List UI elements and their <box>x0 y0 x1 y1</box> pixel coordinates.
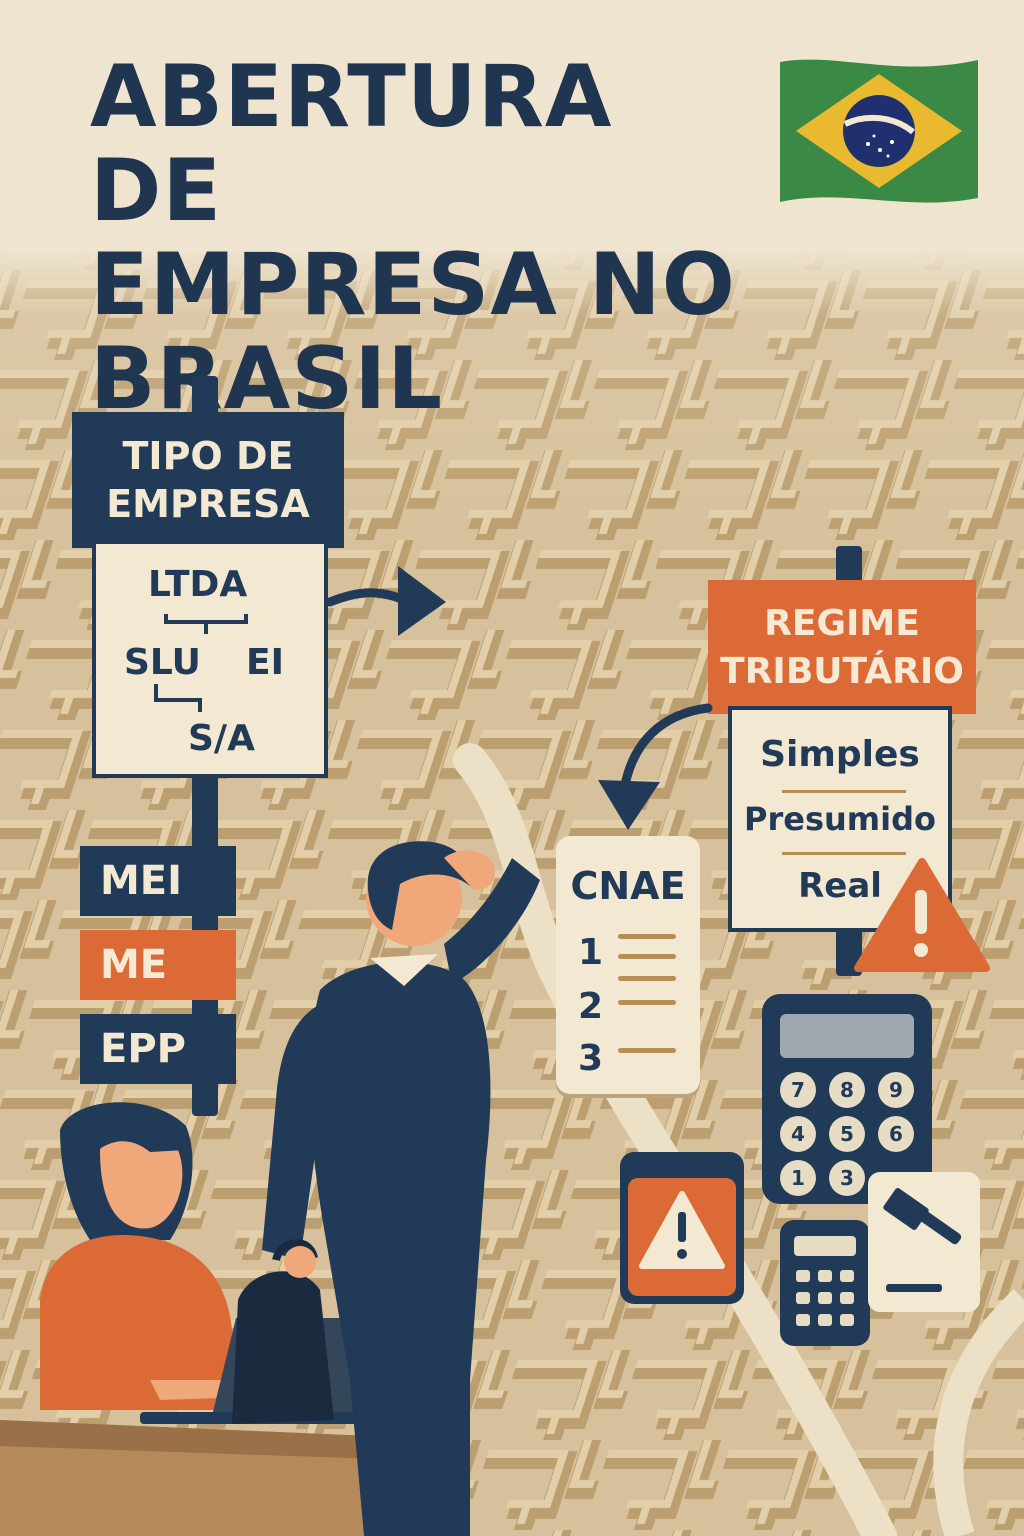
title-line-2: EMPRESA NO <box>90 235 736 335</box>
calculator-key: 5 <box>829 1116 865 1152</box>
porte-me: ME <box>80 930 236 1000</box>
cnae-item-1: 1 <box>578 932 604 973</box>
tipo-heading-line-2: EMPRESA <box>106 482 310 526</box>
cnae-card: CNAE 1 2 3 <box>556 836 700 1094</box>
cnae-line <box>618 976 676 981</box>
cnae-line <box>618 954 676 959</box>
cnae-line <box>618 1048 676 1053</box>
options-connector-lines <box>154 614 248 712</box>
regime-heading-line-2: TRIBUTÁRIO <box>720 651 964 692</box>
cnae-item-2: 2 <box>578 986 604 1027</box>
brazil-flag-icon <box>780 59 978 203</box>
regime-divider <box>782 790 906 793</box>
option-ei: EI <box>246 642 284 683</box>
cnae-title: CNAE <box>570 864 686 908</box>
regime-tributario-options: Simples Presumido Real <box>728 706 952 932</box>
tipo-heading-line-1: TIPO DE <box>122 434 294 478</box>
cnae-line <box>618 934 676 939</box>
title-line-3: BRASIL <box>90 329 444 429</box>
tipo-empresa-options: LTDA SLU EI S/A <box>92 540 328 778</box>
calculator-key: 9 <box>878 1072 914 1108</box>
regime-real: Real <box>798 866 882 906</box>
calculator-screen <box>780 1014 914 1058</box>
calculator-key: 7 <box>780 1072 816 1108</box>
regime-tributario-heading: REGIME TRIBUTÁRIO <box>708 580 976 714</box>
title-line-1: ABERTURA DE <box>90 47 613 241</box>
cnae-line <box>618 1000 676 1005</box>
regime-simples: Simples <box>760 734 920 775</box>
calculator-key: 6 <box>878 1116 914 1152</box>
porte-epp: EPP <box>80 1014 236 1084</box>
calculator-key: 4 <box>780 1116 816 1152</box>
page-title: ABERTURA DE EMPRESA NO BRASIL <box>90 50 770 426</box>
calculator-key: 8 <box>829 1072 865 1108</box>
calculator-key: 1 <box>780 1160 816 1196</box>
option-ltda: LTDA <box>148 564 248 605</box>
option-sa: S/A <box>188 718 255 759</box>
tipo-empresa-heading: TIPO DE EMPRESA <box>72 412 344 548</box>
option-slu: SLU <box>124 642 201 683</box>
calculator-icon: 7 8 9 4 5 6 1 3 <box>762 994 932 1204</box>
cnae-item-3: 3 <box>578 1038 604 1079</box>
regime-heading-line-1: REGIME <box>764 603 920 644</box>
calculator-key: 3 <box>829 1160 865 1196</box>
porte-mei: MEI <box>80 846 236 916</box>
regime-presumido: Presumido <box>744 800 936 838</box>
regime-divider <box>782 852 906 855</box>
